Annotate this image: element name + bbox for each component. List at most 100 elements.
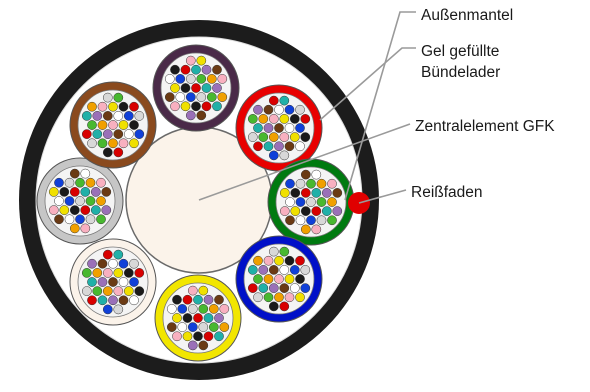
optical-fiber bbox=[279, 283, 290, 293]
optical-fiber bbox=[80, 223, 91, 234]
optical-fiber bbox=[87, 258, 97, 269]
optical-fiber bbox=[295, 141, 305, 152]
optical-fiber bbox=[198, 322, 209, 332]
optical-fiber bbox=[80, 205, 91, 215]
optical-fiber bbox=[263, 104, 274, 115]
optical-fiber bbox=[102, 111, 113, 121]
optical-fiber bbox=[247, 265, 258, 275]
optical-fiber bbox=[268, 132, 279, 142]
optical-fiber bbox=[108, 120, 118, 130]
optical-fiber bbox=[268, 265, 279, 275]
optical-fiber bbox=[268, 301, 279, 312]
optical-fiber bbox=[108, 258, 118, 269]
optical-fiber bbox=[129, 138, 139, 149]
optical-fiber bbox=[185, 55, 196, 66]
optical-fiber bbox=[118, 138, 129, 149]
optical-fiber bbox=[48, 205, 59, 215]
optical-fiber bbox=[193, 313, 203, 323]
optical-fiber bbox=[279, 132, 290, 142]
optical-fiber bbox=[134, 111, 145, 121]
label-central-element: Zentralelement GFK bbox=[415, 118, 555, 135]
optical-fiber bbox=[212, 83, 222, 93]
optical-fiber bbox=[217, 74, 228, 84]
optical-fiber bbox=[80, 168, 91, 179]
buffer-tube bbox=[69, 238, 157, 326]
optical-fiber bbox=[279, 246, 290, 257]
optical-fiber bbox=[180, 101, 191, 112]
optical-fiber bbox=[75, 177, 85, 188]
optical-fiber bbox=[113, 92, 124, 103]
optical-fiber bbox=[134, 268, 145, 278]
optical-fiber bbox=[102, 147, 113, 158]
optical-fiber bbox=[92, 111, 103, 121]
optical-fiber bbox=[217, 92, 228, 102]
optical-fiber bbox=[206, 92, 217, 102]
optical-fiber bbox=[258, 114, 269, 124]
optical-fiber bbox=[129, 258, 139, 269]
optical-fiber bbox=[295, 197, 306, 207]
optical-fiber bbox=[311, 188, 322, 198]
optical-fiber bbox=[134, 129, 145, 139]
optical-fiber bbox=[54, 196, 64, 206]
optical-fiber bbox=[48, 187, 59, 197]
optical-fiber bbox=[191, 101, 201, 112]
optical-fiber bbox=[258, 283, 269, 293]
optical-fiber bbox=[316, 197, 327, 207]
optical-fiber bbox=[295, 178, 306, 189]
optical-fiber bbox=[113, 304, 124, 315]
optical-fiber bbox=[212, 64, 222, 75]
optical-fiber bbox=[274, 255, 284, 266]
optical-fiber bbox=[196, 55, 207, 66]
optical-fiber bbox=[101, 187, 112, 197]
optical-fiber bbox=[97, 295, 108, 306]
optical-fiber bbox=[129, 120, 139, 130]
optical-fiber bbox=[279, 188, 290, 198]
optical-fiber bbox=[64, 214, 75, 225]
optical-fiber bbox=[87, 277, 97, 287]
optical-fiber bbox=[306, 215, 316, 226]
optical-fiber bbox=[69, 205, 80, 215]
optical-fiber bbox=[166, 304, 177, 314]
optical-fiber bbox=[253, 255, 263, 266]
optical-fiber bbox=[123, 286, 134, 296]
optical-fiber bbox=[203, 294, 214, 305]
leader-line-outer-jacket bbox=[344, 11, 416, 201]
optical-fiber bbox=[101, 205, 112, 215]
optical-fiber bbox=[108, 277, 118, 287]
optical-fiber bbox=[129, 295, 139, 306]
optical-fiber bbox=[198, 304, 209, 314]
optical-fiber bbox=[311, 169, 322, 180]
optical-fiber bbox=[85, 214, 96, 225]
optical-fiber bbox=[274, 274, 284, 284]
optical-fiber bbox=[175, 92, 186, 102]
optical-fiber bbox=[300, 283, 311, 293]
optical-fiber bbox=[285, 178, 295, 189]
optical-fiber bbox=[175, 74, 186, 84]
optical-fiber bbox=[134, 286, 145, 296]
optical-fiber bbox=[185, 110, 196, 121]
optical-fiber bbox=[123, 129, 134, 139]
optical-fiber bbox=[295, 274, 305, 284]
optical-fiber bbox=[253, 123, 263, 133]
buffer-tubes bbox=[36, 44, 355, 362]
optical-fiber bbox=[69, 223, 80, 234]
optical-fiber bbox=[274, 292, 284, 303]
optical-fiber bbox=[81, 111, 92, 121]
optical-fiber bbox=[219, 304, 230, 314]
optical-fiber bbox=[113, 249, 124, 260]
optical-fiber bbox=[289, 114, 300, 124]
optical-fiber bbox=[295, 292, 305, 303]
optical-fiber bbox=[118, 120, 129, 130]
optical-fiber bbox=[80, 187, 91, 197]
optical-fiber bbox=[172, 294, 182, 305]
optical-fiber bbox=[64, 177, 75, 188]
optical-fiber bbox=[85, 177, 96, 188]
optical-fiber bbox=[258, 132, 269, 142]
optical-fiber bbox=[214, 331, 224, 342]
optical-fiber bbox=[180, 64, 191, 75]
buffer-tube bbox=[69, 81, 157, 169]
optical-fiber bbox=[201, 64, 212, 75]
optical-fiber bbox=[327, 197, 337, 207]
optical-fiber bbox=[196, 92, 207, 102]
